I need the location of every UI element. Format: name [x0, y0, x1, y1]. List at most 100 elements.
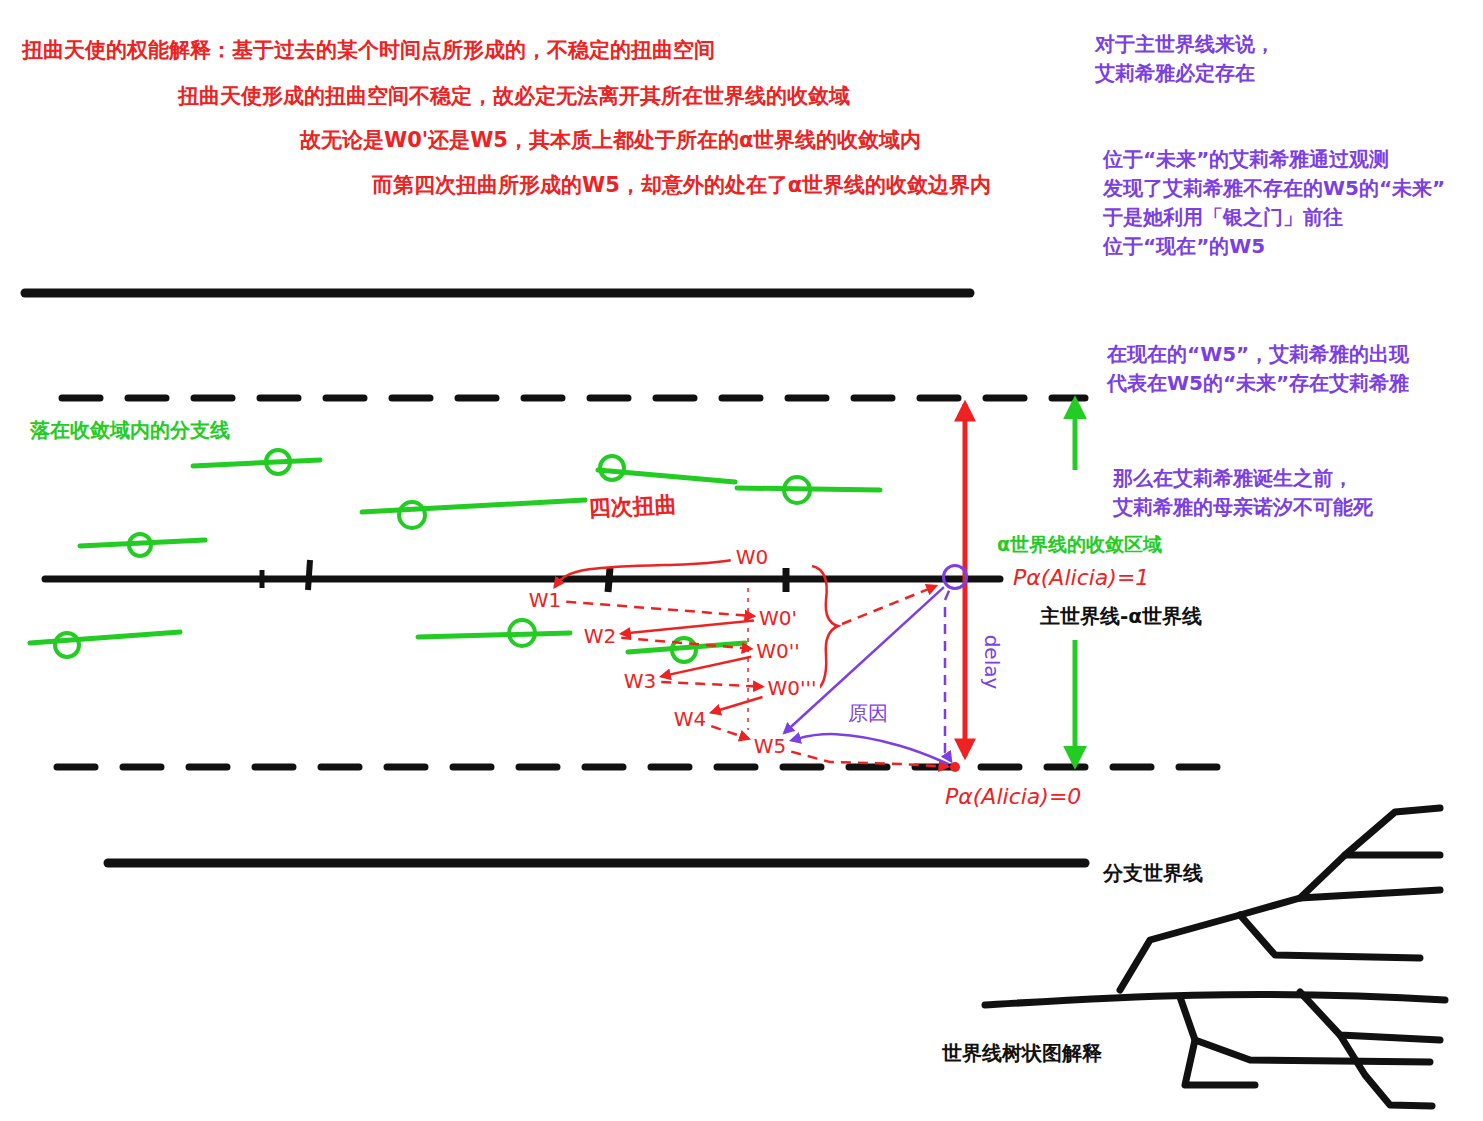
- branch-node: [129, 534, 151, 556]
- world-label: W2: [581, 625, 620, 647]
- world-label: W4: [671, 708, 710, 730]
- tree-branch: [1300, 992, 1440, 1040]
- text-line: 那么在艾莉希雅诞生之前，: [1113, 464, 1373, 493]
- text-line: 分支世界线: [1103, 860, 1203, 886]
- connector: [621, 620, 754, 633]
- annotation-text: 世界线树状图解释: [942, 1040, 1102, 1066]
- world-label: W3: [621, 670, 660, 692]
- text-line: 世界线树状图解释: [942, 1040, 1102, 1066]
- text-line: 位于“未来”的艾莉希雅通过观测: [1103, 145, 1445, 174]
- annotation-text: 主世界线-α世界线: [1040, 603, 1202, 629]
- world-point: Pα(Alicia)=1: [942, 564, 968, 590]
- convergence-boundary: [62, 395, 1085, 402]
- node-text: W0: [736, 546, 769, 568]
- branch-line: [80, 540, 205, 546]
- annotation-text: 扭曲天使形成的扭曲空间不稳定，故必定无法离开其所在世界线的收敛域: [178, 83, 850, 109]
- region-arrow: [1073, 400, 1078, 470]
- node-text: Pα(Alicia)=1: [1013, 565, 1149, 591]
- annotation-text: α世界线的收敛区域: [997, 532, 1162, 556]
- annotation-text: 对于主世界线来说， 艾莉希雅必定存在: [1095, 30, 1275, 88]
- annotation-text: 那么在艾莉希雅诞生之前， 艾莉希雅的母亲诺汐不可能死: [1113, 464, 1373, 522]
- node-text: W5: [754, 735, 787, 757]
- annotation-text: 分支世界线: [1103, 860, 1203, 886]
- brace-arrow: [842, 586, 936, 624]
- tree-branch: [1185, 1040, 1255, 1085]
- text-line: 在现在的“W5”，艾莉希雅的出现: [1107, 340, 1409, 369]
- connector: [945, 591, 951, 761]
- text-line: 扭曲天使形成的扭曲空间不稳定，故必定无法离开其所在世界线的收敛域: [178, 83, 850, 109]
- branch-line: [362, 500, 585, 512]
- connector: [566, 602, 754, 617]
- text-line: 于是她利用「银之门」前往: [1103, 203, 1445, 232]
- connector: [621, 638, 751, 649]
- branch-node: [399, 502, 425, 528]
- tick-mark: [608, 568, 610, 592]
- node-text: W2: [584, 625, 617, 647]
- tree-branch: [1340, 1035, 1432, 1106]
- world-label: W0: [733, 546, 772, 568]
- node-text: W0': [759, 607, 797, 629]
- connector: [661, 657, 751, 677]
- text-line: 发现了艾莉希雅不存在的W5的“未来”: [1103, 174, 1445, 203]
- tree-branch: [1240, 915, 1420, 958]
- tree-branch: [1300, 855, 1440, 898]
- text-line: 而第四次扭曲所形成的W5，却意外的处在了α世界线的收敛边界内: [372, 172, 991, 198]
- branch-node: [509, 620, 535, 646]
- text-line: Pα(Alicia)=0: [945, 784, 1081, 810]
- text-line: 扭曲天使的权能解释：基于过去的某个时间点所形成的，不稳定的扭曲空间: [22, 37, 715, 63]
- branch-world-line: [108, 859, 1085, 868]
- text-line: 落在收敛域内的分支线: [30, 417, 230, 443]
- tree-branch: [1120, 890, 1440, 990]
- world-point: Pα(Alicia)=0: [950, 762, 960, 772]
- text-line: 艾莉希雅必定存在: [1095, 59, 1275, 88]
- text-line: W5: [754, 735, 787, 757]
- connector: [711, 697, 762, 713]
- tree-branch: [1345, 808, 1440, 855]
- text-line: W4: [674, 708, 707, 730]
- edge-label: delay: [981, 633, 1003, 692]
- text-line: 原因: [848, 702, 888, 724]
- text-line: 对于主世界线来说，: [1095, 30, 1275, 59]
- convergence-boundary: [57, 764, 1240, 771]
- tick-mark: [308, 560, 310, 590]
- text-line: 四次扭曲: [588, 491, 677, 522]
- text-line: 主世界线-α世界线: [1040, 603, 1202, 629]
- world-label: W1: [526, 589, 565, 611]
- text-line: delay: [981, 635, 1003, 690]
- world-label: W0''': [765, 677, 820, 699]
- text-line: W0': [759, 607, 797, 629]
- tick-mark: [260, 570, 265, 588]
- tick-mark: [783, 568, 790, 592]
- branch-node: [266, 450, 290, 474]
- node-text: W3: [624, 670, 657, 692]
- branch-node: [784, 477, 810, 503]
- tree-branch: [985, 994, 1445, 1005]
- world-label: W0'': [753, 640, 803, 662]
- edge-label: 原因: [846, 702, 890, 724]
- main-world-line: [45, 576, 1000, 583]
- connector: [661, 682, 762, 687]
- boundary-line: [25, 289, 970, 298]
- text-line: α世界线的收敛区域: [997, 532, 1162, 556]
- region-arrow: [1073, 640, 1078, 765]
- annotation-text: 故无论是W0'还是W5，其本质上都处于所在的α世界线的收敛域内: [300, 127, 921, 153]
- text-line: Pα(Alicia)=1: [1013, 565, 1149, 591]
- node-text: Pα(Alicia)=0: [945, 784, 1081, 810]
- node-text: W0''': [768, 677, 817, 699]
- connector: [555, 560, 731, 587]
- twist-brace: [812, 566, 838, 692]
- annotation-text: 位于“未来”的艾莉希雅通过观测 发现了艾莉希雅不存在的W5的“未来” 于是她利用…: [1103, 145, 1445, 261]
- annotation-text: 四次扭曲: [588, 491, 677, 522]
- text-line: W2: [584, 625, 617, 647]
- text-line: W1: [529, 589, 562, 611]
- branch-node: [55, 633, 79, 657]
- connector: [711, 726, 749, 739]
- text-line: W0: [736, 546, 769, 568]
- text-line: 故无论是W0'还是W5，其本质上都处于所在的α世界线的收敛域内: [300, 127, 921, 153]
- branch-line: [418, 633, 570, 637]
- annotation-text: 在现在的“W5”，艾莉希雅的出现 代表在W5的“未来”存在艾莉希雅: [1107, 340, 1409, 398]
- branch-line: [30, 632, 180, 643]
- node-text: W0'': [756, 640, 800, 662]
- text-line: W0''': [768, 677, 817, 699]
